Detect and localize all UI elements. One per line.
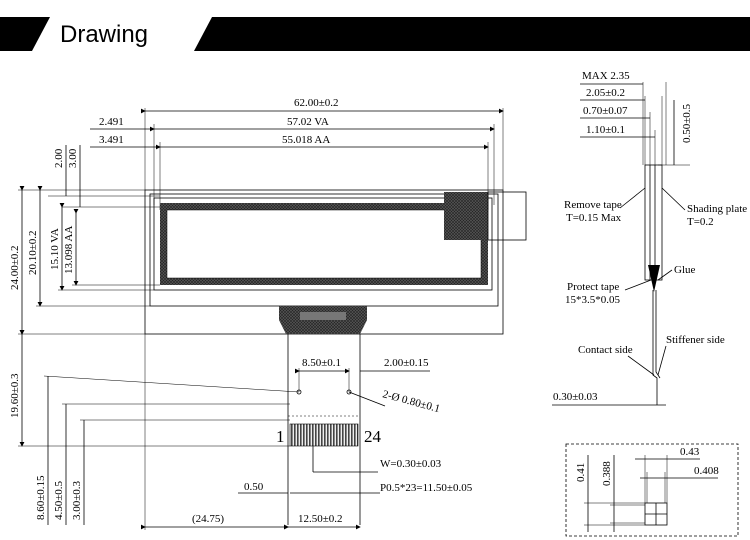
label-remove-tape-t: T=0.15 Max bbox=[566, 212, 622, 224]
label-shading-plate: Shading plate bbox=[687, 203, 747, 215]
dim-va-height: 15.10 VA bbox=[49, 228, 61, 270]
pin-detail: 0.43 0.408 0.41 0.388 bbox=[565, 443, 739, 537]
label-stiffener-side: Stiffener side bbox=[666, 334, 725, 346]
label-protect-tape: Protect tape bbox=[567, 281, 619, 293]
dim-side-t1: 2.05±0.2 bbox=[586, 87, 625, 99]
dim-left-offset: (24.75) bbox=[192, 513, 224, 525]
dim-aa-height: 13.098 AA bbox=[63, 226, 75, 274]
pin-24-label: 24 bbox=[364, 427, 382, 446]
front-view: 62.00±0.2 57.02 VA 2.491 55.018 AA 3.491… bbox=[9, 97, 527, 530]
label-shading-t: T=0.2 bbox=[687, 216, 714, 228]
dim-detail-d4: 0.388 bbox=[601, 461, 613, 486]
dim-top-va: 2.00 bbox=[53, 148, 65, 168]
dim-va-offset: 2.491 bbox=[99, 116, 124, 128]
dim-side-t3: 1.10±0.1 bbox=[586, 124, 625, 136]
dim-total-height: 24.00±0.2 bbox=[9, 245, 21, 290]
dim-fpc-length: 19.60±0.3 bbox=[9, 373, 21, 418]
side-view: MAX 2.35 2.05±0.2 0.70±0.07 1.10±0.1 0.5… bbox=[552, 70, 747, 406]
dim-side-t2: 0.70±0.07 bbox=[583, 105, 628, 117]
dim-hole-spacing: 8.50±0.1 bbox=[302, 357, 341, 369]
dim-detail-d1: 0.43 bbox=[680, 446, 700, 458]
dim-pitch: P0.5*23=11.50±0.05 bbox=[380, 482, 473, 494]
page-title: Drawing bbox=[60, 21, 148, 48]
label-remove-tape: Remove tape bbox=[564, 199, 622, 211]
dim-glass-height: 20.10±0.2 bbox=[27, 230, 39, 275]
dim-top-aa: 3.00 bbox=[67, 148, 79, 168]
dim-fpc-width: 12.50±0.2 bbox=[298, 513, 343, 525]
dim-holes: 2-Ø 0.80±0.1 bbox=[381, 388, 441, 415]
dim-total-width: 62.00±0.2 bbox=[294, 97, 339, 109]
pin-1-label: 1 bbox=[276, 427, 285, 446]
dim-c: 3.00±0.3 bbox=[71, 480, 83, 520]
dim-detail-d3: 0.41 bbox=[575, 463, 587, 482]
dim-side-max: MAX 2.35 bbox=[582, 70, 630, 82]
dim-a: 8.60±0.15 bbox=[35, 475, 47, 520]
label-glue: Glue bbox=[674, 264, 696, 276]
dim-aa-offset: 3.491 bbox=[99, 134, 124, 146]
dim-va-width: 57.02 VA bbox=[287, 116, 329, 128]
dim-fpc-thickness: 0.30±0.03 bbox=[553, 391, 598, 403]
dim-side-t4: 0.50±0.5 bbox=[681, 103, 693, 143]
dim-hole-offset: 2.00±0.15 bbox=[384, 357, 429, 369]
dim-aa-width: 55.018 AA bbox=[282, 134, 330, 146]
dim-edge: 0.50 bbox=[244, 481, 264, 493]
dim-b: 4.50±0.5 bbox=[53, 480, 65, 520]
label-contact-side: Contact side bbox=[578, 344, 633, 356]
label-protect-tape-size: 15*3.5*0.05 bbox=[565, 294, 621, 306]
title-banner: Drawing bbox=[0, 17, 750, 51]
dim-pin-width: W=0.30±0.03 bbox=[380, 458, 442, 470]
dim-detail-d2: 0.408 bbox=[694, 465, 719, 477]
